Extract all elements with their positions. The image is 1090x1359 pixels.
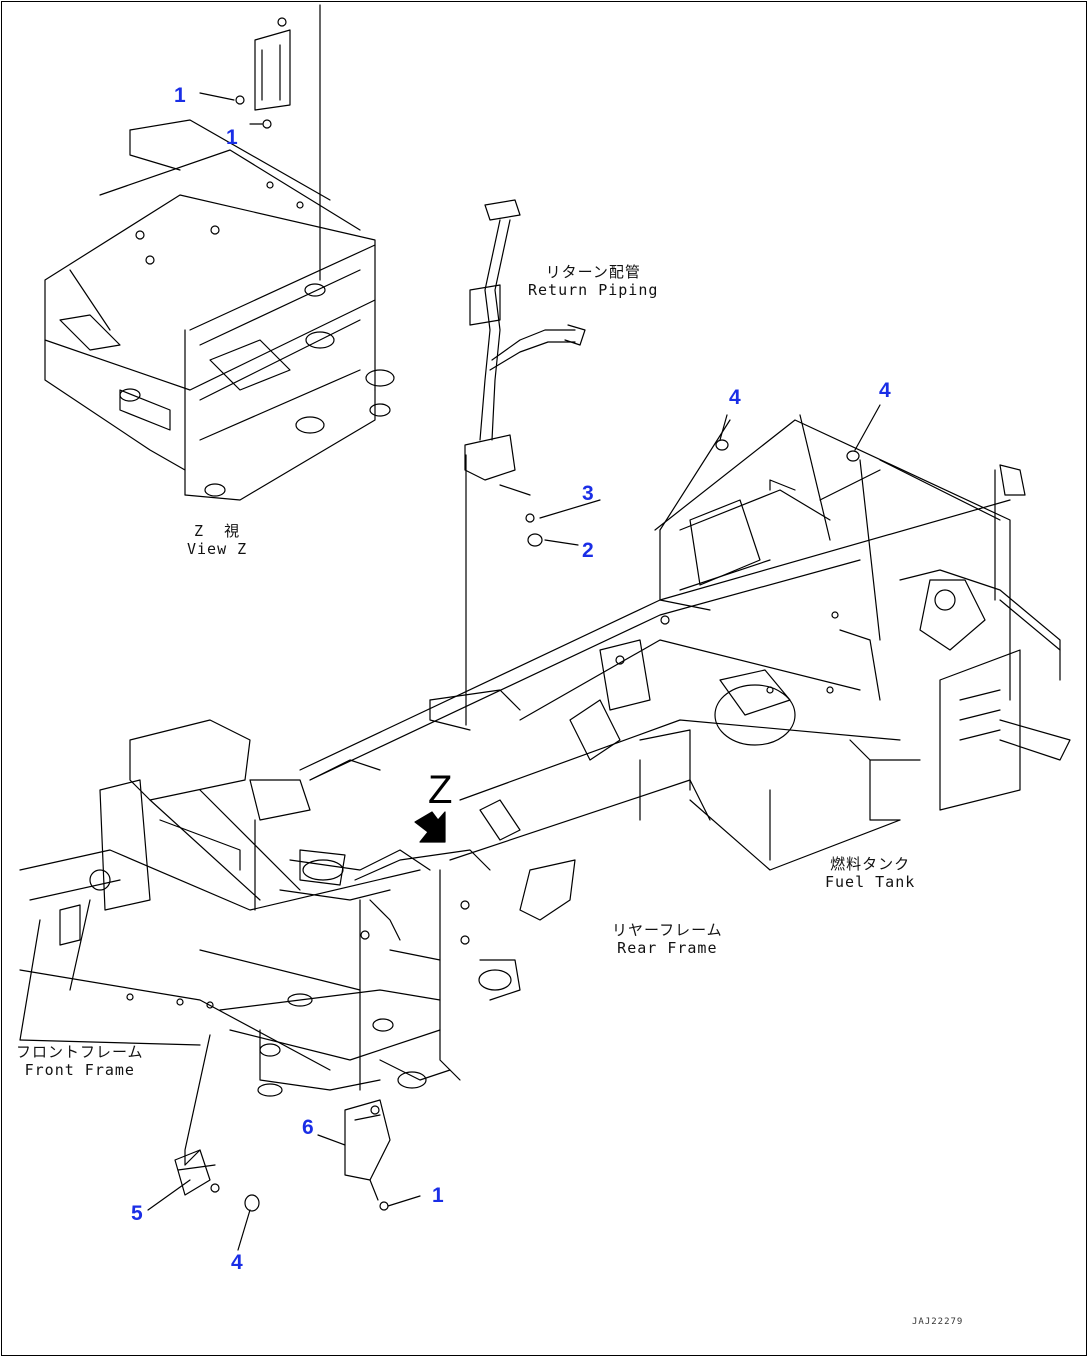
callout-2: 2 [582, 539, 594, 562]
leader-lines [147, 404, 881, 1251]
rear-frame-en: Rear Frame [617, 939, 718, 957]
view-z-jp: Z 視 [194, 522, 241, 540]
bottom-parts [174, 439, 860, 1212]
callout-1-view-z-upper: 1 [174, 84, 186, 107]
fuel-tank-en: Fuel Tank [825, 873, 916, 891]
callout-4-bottom: 4 [231, 1251, 243, 1274]
return-piping-jp: リターン配管 [545, 263, 641, 281]
callout-6: 6 [302, 1116, 314, 1139]
callout-4-right: 4 [879, 379, 891, 402]
callout-5: 5 [131, 1202, 143, 1225]
callout-1-bottom: 1 [432, 1184, 444, 1207]
front-frame-jp: フロントフレーム [16, 1043, 144, 1061]
front-frame [19, 719, 521, 1097]
callout-3: 3 [582, 482, 594, 505]
rear-frame [654, 414, 1071, 871]
return-piping-assembly [464, 199, 586, 726]
view-z-direction-letter: Z [428, 768, 453, 812]
fuel-tank-jp: 燃料タンク [830, 855, 911, 873]
view-z-en: View Z [187, 540, 248, 558]
return-piping-en: Return Piping [528, 281, 659, 299]
callout-1-view-z-lower: 1 [226, 126, 238, 149]
callout-4-left: 4 [729, 386, 741, 409]
drawing-code: JAJ22279 [912, 1317, 964, 1327]
view-z-detail [44, 4, 395, 501]
main-frame [299, 499, 1011, 921]
view-z-arrow [414, 811, 446, 843]
front-frame-en: Front Frame [24, 1061, 135, 1079]
rear-frame-jp: リヤーフレーム [612, 921, 723, 939]
